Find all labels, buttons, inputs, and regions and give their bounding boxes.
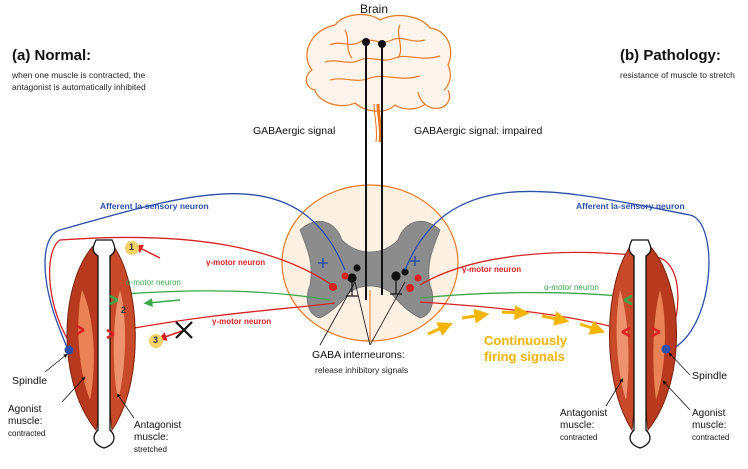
continuous-firing-label-1: Continuously (484, 333, 568, 348)
gabaergic-impaired-label: GABAergic signal: impaired (414, 125, 543, 137)
bone-right (628, 239, 652, 449)
step-number-2: 2 (121, 305, 127, 315)
brain-neuron-left (362, 38, 370, 46)
brain-label: Brain (360, 2, 389, 16)
gray-matter (299, 220, 441, 319)
spindle-left-label: Spindle (12, 375, 48, 387)
brain-neuron-right (378, 40, 386, 48)
step1-arrow (133, 244, 161, 259)
step-number-3: 3 (153, 335, 159, 345)
gamma-neuron-1-label: γ-motor neuron (206, 258, 266, 267)
alpha-neuron-left (107, 290, 331, 301)
afferent-left-label: Afferent Ia-sensory neuron (100, 201, 209, 211)
gamma-neuron-left-3 (111, 302, 336, 333)
step-badge-1 (125, 241, 139, 255)
afferent-right-label: Afferent Ia-sensory neuron (576, 201, 685, 211)
afferent-neuron-left (44, 193, 346, 351)
spinal-neuron-bodies (318, 256, 422, 292)
gamma-neuron-left-1 (48, 236, 333, 341)
step2-arrow (143, 298, 181, 308)
blocked-x-icon (175, 321, 193, 339)
left-muscle-group (64, 239, 136, 449)
panel-b-title: (b) Pathology: (620, 47, 721, 64)
panel-a-subtitle-2: antagonist is automatically inhibited (12, 82, 146, 92)
interneuron-pointers (319, 281, 406, 346)
alpha-neuron-right (419, 291, 631, 299)
alpha-neuron-left-label: α-motor neuron (126, 278, 181, 287)
spindle-right-label: Spindle (692, 370, 728, 382)
spindle-right-dot (661, 344, 671, 354)
spindle-left-dot (64, 345, 74, 355)
bone-left (92, 239, 116, 449)
panel-b-subtitle: resistance of muscle to stretch (620, 70, 735, 80)
gamma-neuron-right-2 (419, 301, 626, 331)
continuous-firing-label-2: firing signals (484, 349, 565, 364)
right-muscle-group (609, 239, 677, 449)
agonist-left-label: Agonist muscle: contracted (8, 404, 46, 438)
gamma-neuron-right-label: γ-motor neuron (462, 265, 522, 274)
panel-a-subtitle-1: when one muscle is contracted, the (12, 70, 146, 80)
afferent-neuron-right (404, 190, 710, 351)
step-badge-3 (149, 334, 163, 348)
label-pointers (44, 352, 691, 419)
gamma-neuron-3-label: γ-motor neuron (212, 317, 272, 326)
brain-illustration (305, 14, 452, 143)
agonist-right-label: Agonist muscle: contracted (692, 408, 730, 442)
spinal-cord (281, 184, 459, 342)
panel-a-title: (a) Normal: (12, 47, 92, 64)
gaba-interneurons (346, 264, 409, 297)
antagonist-left-label: Antagonist muscle: stretched (134, 420, 182, 454)
continuous-firing-arrows (427, 305, 606, 336)
gaba-interneurons-sublabel: release inhibitory signals (315, 365, 409, 375)
antagonist-right-label: Antagonist muscle: contracted (560, 408, 608, 442)
gaba-interneurons-label: GABA interneurons: (312, 349, 405, 361)
alpha-neuron-right-label: α-motor neuron (544, 283, 599, 292)
gabaergic-signal-label: GABAergic signal (253, 125, 336, 137)
step-number-1: 1 (129, 242, 135, 252)
